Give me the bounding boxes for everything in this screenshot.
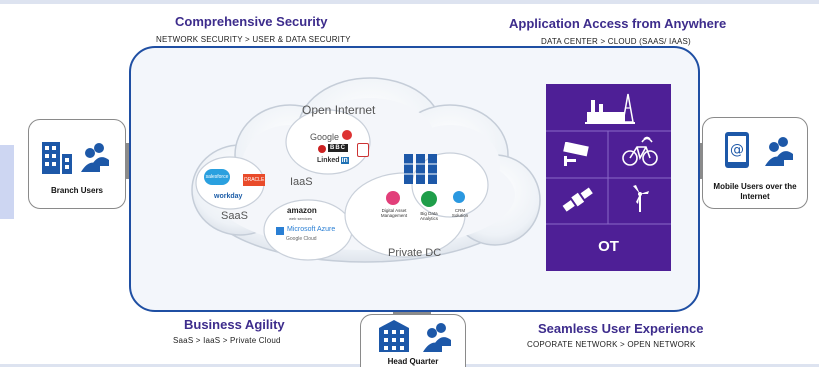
shield-icon xyxy=(357,143,369,157)
branch-users-card: Branch Users xyxy=(28,119,126,209)
office-tower-icon xyxy=(379,320,409,352)
google-cloud-logo: Google Cloud xyxy=(286,236,317,242)
salesforce-logo: salesforce xyxy=(204,169,230,185)
ot-label: OT xyxy=(598,238,619,255)
google-logo: Google xyxy=(310,132,340,142)
red-circle-icon xyxy=(342,130,352,140)
digital-asset-icon xyxy=(386,191,400,205)
seamless-experience-subtitle: COPORATE NETWORK > OPEN NETWORK xyxy=(527,340,696,349)
open-internet-label: Open Internet xyxy=(302,103,376,117)
workday-logo: workday xyxy=(214,193,243,200)
building-icon xyxy=(42,142,72,174)
private-item-label: CRM Solution xyxy=(451,208,469,218)
mobile-users-card: @ Mobile Users over the Internet xyxy=(702,117,808,209)
private-item-label: Digital Asset Management xyxy=(380,208,408,218)
mobile-users-label: Mobile Users over the Internet xyxy=(713,182,797,201)
head-quarter-label: Head Quarter xyxy=(387,357,439,366)
factory-icon xyxy=(585,93,635,124)
application-access-title: Application Access from Anywhere xyxy=(509,16,727,31)
top-edge xyxy=(0,0,819,4)
iaas-label: IaaS xyxy=(290,176,313,188)
big-data-icon xyxy=(421,191,437,207)
mobile-email-icon: @ xyxy=(725,132,749,168)
business-agility-title: Business Agility xyxy=(184,317,285,332)
ot-grid xyxy=(546,130,671,225)
branch-users-label: Branch Users xyxy=(50,186,104,195)
users-group-icon xyxy=(423,323,451,352)
users-group-icon xyxy=(765,137,793,166)
comprehensive-security-title: Comprehensive Security xyxy=(175,14,328,29)
windows-icon xyxy=(276,227,284,235)
bbc-logo: BBC xyxy=(328,144,348,152)
svg-text:@: @ xyxy=(730,142,744,158)
radiation-icon xyxy=(318,145,326,153)
satellite-icon xyxy=(562,187,593,212)
microsoft-azure-logo: Microsoft Azure xyxy=(287,226,336,233)
saas-label: SaaS xyxy=(221,210,248,222)
linkedin-in-badge: in xyxy=(340,157,349,164)
linkedin-word: Linked xyxy=(317,157,340,164)
users-group-icon xyxy=(81,143,109,172)
oracle-logo: ORACLE xyxy=(243,174,265,186)
application-access-subtitle: DATA CENTER > CLOUD (SAAS/ IAAS) xyxy=(541,37,691,46)
wind-turbine-icon xyxy=(633,185,649,212)
seamless-experience-title: Seamless User Experience xyxy=(538,321,704,336)
bicycle-icon xyxy=(622,136,658,166)
server-rack-icon xyxy=(404,154,438,184)
amazon-logo: amazon xyxy=(287,206,317,215)
private-item-label: Big Data Analytics xyxy=(419,211,438,221)
cloud-shape xyxy=(191,77,541,263)
comprehensive-security-subtitle: NETWORK SECURITY > USER & DATA SECURITY xyxy=(156,35,351,44)
private-dc-label: Private DC xyxy=(388,247,442,259)
amazon-web-services-text: web services xyxy=(289,216,313,221)
cctv-camera-icon xyxy=(563,142,589,166)
left-edge-tab xyxy=(0,145,14,219)
branch-connector xyxy=(123,143,133,179)
head-quarter-card: Head Quarter xyxy=(360,314,466,367)
crm-icon xyxy=(453,191,465,203)
business-agility-subtitle: SaaS > IaaS > Private Cloud xyxy=(173,336,281,345)
